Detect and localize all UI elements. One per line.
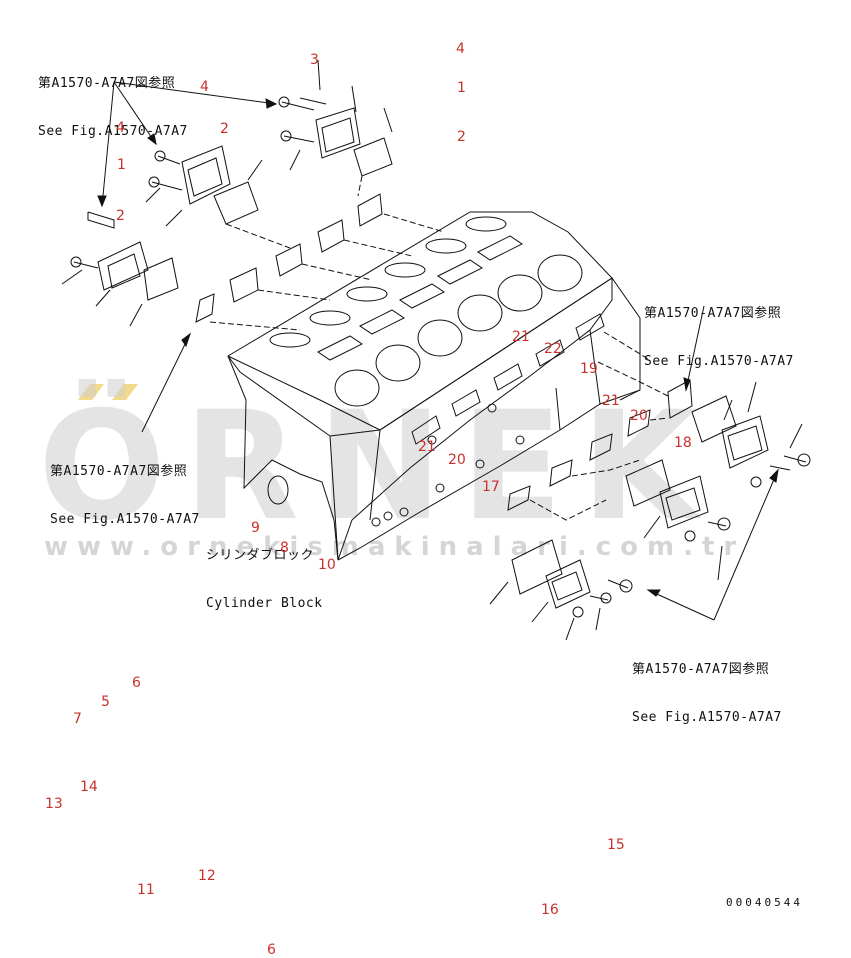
ref-number[interactable]: 15 <box>607 837 625 853</box>
ref-number[interactable]: 8 <box>280 540 289 556</box>
watermark-accent-icon <box>78 384 138 400</box>
note-jp: 第A1570-A7A7図参照 <box>644 306 782 321</box>
ref-number[interactable]: 1 <box>117 157 126 173</box>
document-number: 00040544 <box>726 896 803 909</box>
ref-number[interactable]: 13 <box>45 796 63 812</box>
reference-arrows-icon <box>97 81 779 621</box>
ref-number[interactable]: 9 <box>251 520 260 536</box>
ref-number[interactable]: 18 <box>674 435 692 451</box>
block-label-en: Cylinder Block <box>206 596 323 611</box>
ref-number[interactable]: 21 <box>512 329 530 345</box>
ref-number[interactable]: 10 <box>318 557 336 573</box>
ref-number[interactable]: 2 <box>457 129 466 145</box>
ref-number[interactable]: 2 <box>116 208 125 224</box>
air-heater-assembly-icon <box>61 59 445 331</box>
block-label-jp: シリンダブロック <box>206 548 315 563</box>
ref-number[interactable]: 5 <box>101 694 110 710</box>
ref-number[interactable]: 6 <box>132 675 141 691</box>
ref-number[interactable]: 11 <box>137 882 155 898</box>
ref-number[interactable]: 3 <box>310 52 319 68</box>
see-fig-note-left-mid: 第A1570-A7A7図参照 See Fig.A1570-A7A7 <box>50 432 200 560</box>
ref-number[interactable]: 17 <box>482 479 500 495</box>
ref-number[interactable]: 2 <box>220 121 229 137</box>
cylinder-block-label: シリンダブロック Cylinder Block <box>206 516 323 644</box>
watermark-url: www.ornekismakinalari.com.tr <box>44 532 746 562</box>
note-jp: 第A1570-A7A7図参照 <box>632 662 770 677</box>
note-jp: 第A1570-A7A7図参照 <box>50 464 188 479</box>
ref-number[interactable]: 20 <box>630 408 648 424</box>
see-fig-note-top-left: 第A1570-A7A7図参照 See Fig.A1570-A7A7 <box>38 44 188 172</box>
ref-number[interactable]: 21 <box>602 393 620 409</box>
ref-number[interactable]: 4 <box>116 120 125 136</box>
watermark-logo: ÖRNEK <box>38 380 716 554</box>
cylinder-block-body-icon <box>227 211 641 561</box>
ref-number[interactable]: 4 <box>456 41 465 57</box>
note-en: See Fig.A1570-A7A7 <box>50 512 200 527</box>
ref-number[interactable]: 22 <box>544 341 562 357</box>
ref-number[interactable]: 6 <box>267 942 276 958</box>
ref-number[interactable]: 4 <box>200 79 209 95</box>
note-en: See Fig.A1570-A7A7 <box>644 354 794 369</box>
ref-number[interactable]: 19 <box>580 361 598 377</box>
ref-number[interactable]: 7 <box>73 711 82 727</box>
note-en: See Fig.A1570-A7A7 <box>632 710 782 725</box>
see-fig-note-bottom-right: 第A1570-A7A7図参照 See Fig.A1570-A7A7 <box>632 630 782 758</box>
see-fig-note-right-top: 第A1570-A7A7図参照 See Fig.A1570-A7A7 <box>644 274 794 402</box>
note-jp: 第A1570-A7A7図参照 <box>38 76 176 91</box>
ref-number[interactable]: 16 <box>541 902 559 918</box>
side-cover-assembly-icon <box>489 331 811 641</box>
ref-number[interactable]: 14 <box>80 779 98 795</box>
note-en: See Fig.A1570-A7A7 <box>38 124 188 139</box>
ref-number[interactable]: 12 <box>198 868 216 884</box>
ref-number[interactable]: 21 <box>418 439 436 455</box>
ref-number[interactable]: 1 <box>457 80 466 96</box>
ref-number[interactable]: 20 <box>448 452 466 468</box>
